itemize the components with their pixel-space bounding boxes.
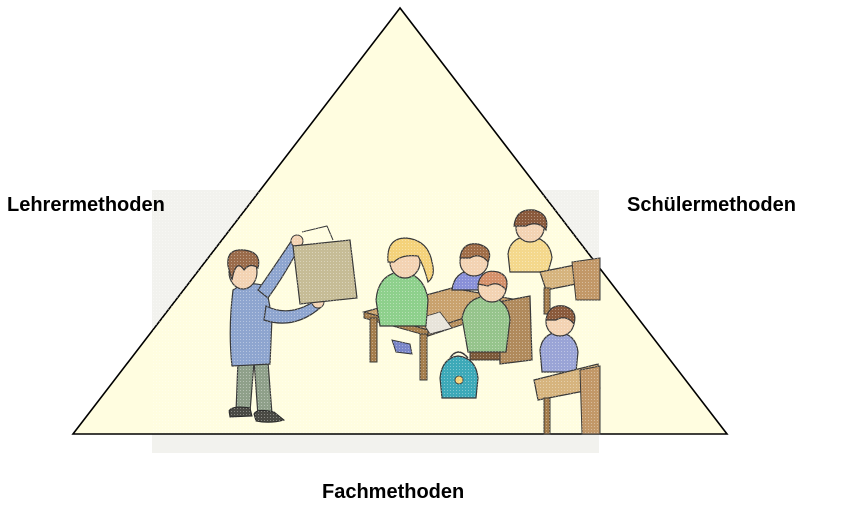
label-teacher-methods: Lehrermethoden — [7, 194, 165, 216]
teacher-showing-sheet-to-pupils-icon — [152, 190, 601, 435]
label-subject-methods: Fachmethoden — [322, 481, 465, 503]
label-student-methods: Schülermethoden — [627, 194, 796, 216]
